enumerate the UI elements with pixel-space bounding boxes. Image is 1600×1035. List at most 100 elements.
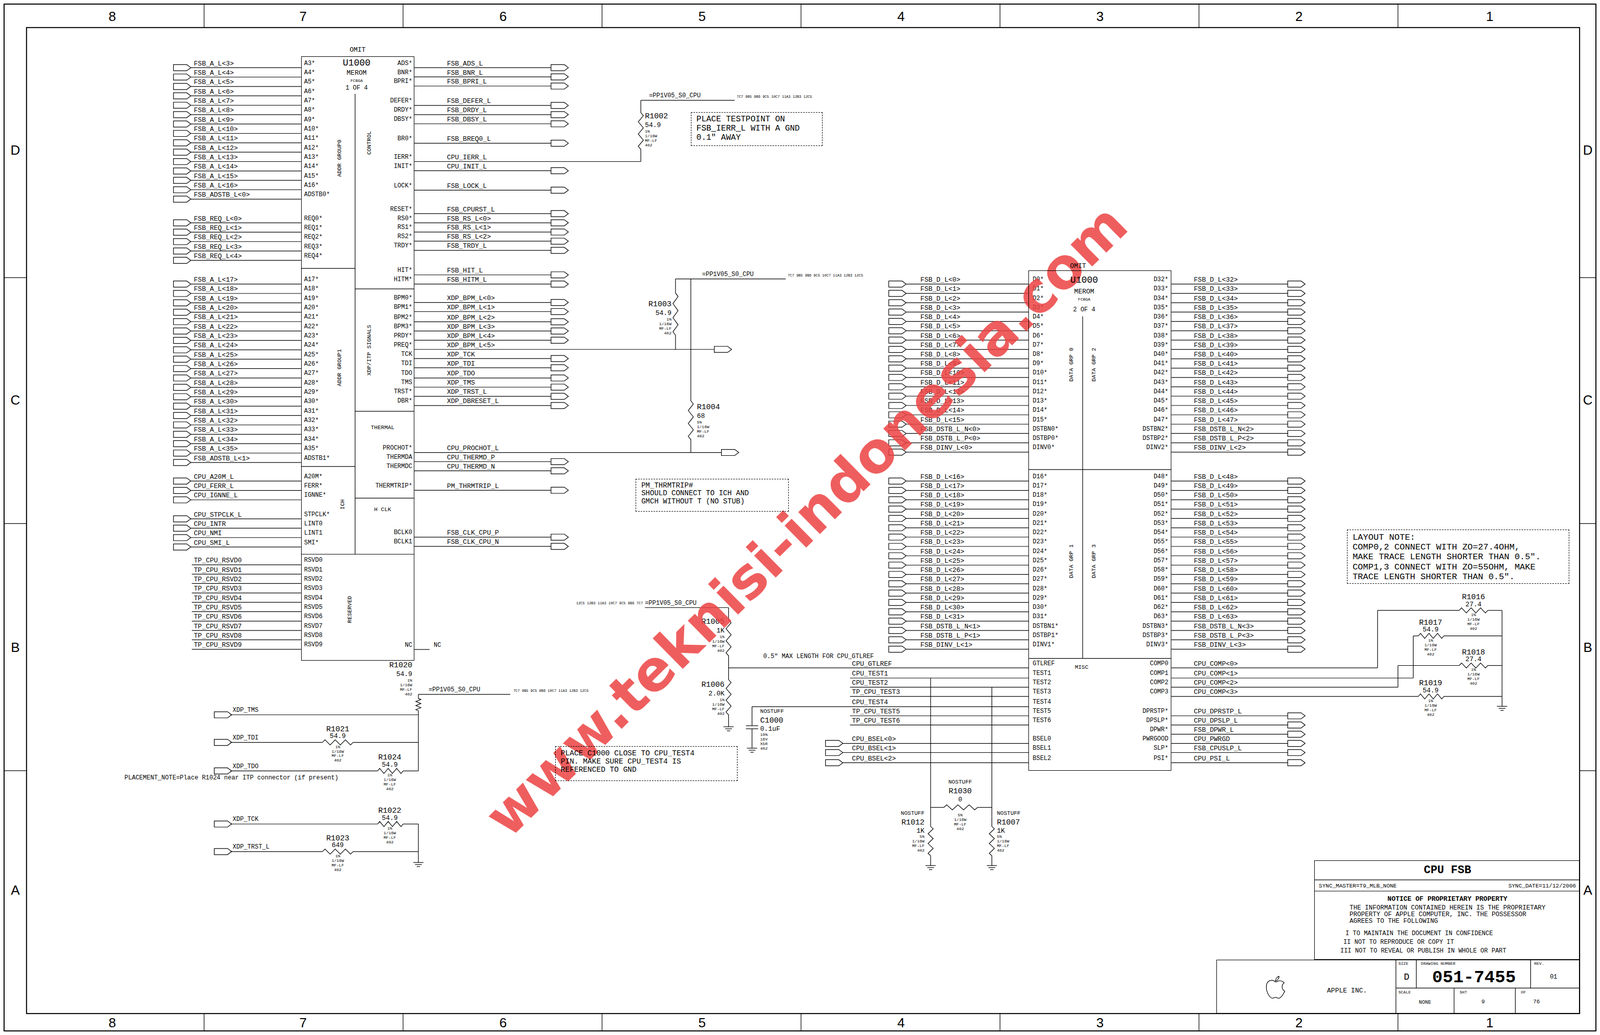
net-name: CPU_TEST1 — [852, 670, 889, 678]
pin-name: D40* — [1153, 351, 1169, 358]
pin-name: TCK — [401, 351, 413, 358]
offpage-connector — [214, 848, 232, 855]
component-label: 1/16W — [331, 749, 344, 754]
part-divider — [354, 497, 415, 499]
pin-name: D63* — [1153, 613, 1169, 620]
offpage-connector — [888, 627, 907, 634]
pin-name: RSVD3 — [304, 585, 323, 592]
wire — [1171, 527, 1288, 529]
note-text: PLACE TESTPOINT ON FSB_IERR_L WITH A GND… — [696, 115, 802, 143]
offpage-connector — [173, 186, 192, 194]
component-label: 1/16W — [697, 425, 710, 430]
wire — [414, 340, 552, 341]
component-label: 1/16W — [644, 134, 658, 139]
pin-name: A35* — [304, 445, 320, 452]
component-label: 16V — [760, 737, 768, 742]
pin-name: A22* — [304, 323, 320, 330]
component-label: MF-LF — [912, 844, 925, 849]
net-name: XDP_BPM_L<2> — [447, 313, 496, 321]
wire — [1171, 696, 1419, 697]
pin-name: A27* — [304, 370, 320, 377]
net-name: FSB_REQ_L<2> — [194, 234, 243, 241]
offpage-connector — [1287, 318, 1305, 325]
resistor-symbol — [377, 768, 404, 774]
wire — [191, 161, 302, 162]
offpage-connector — [1287, 290, 1305, 297]
pin-name: TEST5 — [1032, 708, 1051, 715]
net-name: FSB_D_L<47> — [1193, 416, 1238, 424]
wire — [640, 99, 735, 101]
pin-name: A29* — [304, 389, 320, 396]
offpage-connector — [888, 299, 907, 306]
pin-name: A25* — [304, 351, 320, 359]
net-name: XDP_TDI — [447, 360, 476, 367]
pin-name: A7* — [304, 97, 316, 104]
net-name: FSB_DPWR_L — [1193, 726, 1234, 734]
ground-symbol — [725, 728, 732, 729]
grid-tick — [800, 1013, 802, 1031]
pin-group-label: RESERVED — [347, 595, 353, 623]
offpage-connector — [888, 365, 907, 372]
offpage-connector — [173, 374, 192, 382]
net-name: FSB_D_L<42> — [1193, 369, 1238, 377]
net-name: CPU_PROCHOT_L — [447, 444, 499, 452]
wire — [191, 528, 302, 529]
pin-name: REQ3* — [304, 243, 323, 250]
wire — [191, 142, 302, 143]
offpage-connector — [173, 238, 192, 245]
pin-group-label: THERMAL — [370, 425, 395, 431]
pin-group-label: DATA GRP 3 — [1090, 544, 1097, 579]
pin-name: D14* — [1032, 407, 1048, 414]
ground-symbol — [723, 726, 734, 727]
wire — [414, 386, 552, 388]
offpage-connector — [173, 337, 192, 344]
wire — [1377, 609, 1460, 611]
offpage-connector — [173, 149, 192, 156]
component-label: 10% — [760, 732, 768, 738]
pin-name: RSVD0 — [304, 557, 323, 564]
pin-group-label: DATA GRP 2 — [1090, 347, 1097, 382]
component-label: 402 — [1426, 712, 1435, 718]
pin-name: BCLK0 — [393, 529, 413, 536]
resistor-symbol — [726, 667, 732, 727]
net-name: FSB_D_L<3> — [920, 304, 961, 311]
net-name: FSB_CPUSLP_L — [1193, 744, 1242, 752]
offpage-connector — [551, 140, 569, 147]
wire — [1171, 499, 1288, 500]
grid-tick — [601, 1013, 603, 1031]
ground-symbol — [986, 865, 998, 867]
wire — [1443, 635, 1503, 637]
wire — [191, 152, 302, 153]
net-name: XDP_TDO — [447, 370, 476, 377]
net-name: XDP_TDO — [232, 763, 259, 770]
wire — [191, 499, 302, 500]
grid-label: 3 — [1096, 9, 1104, 24]
pin-name: D57* — [1153, 557, 1169, 564]
layout-note-box: PLACE C1000 CLOSE TO CPU_TEST4 PIN. MAKE… — [555, 746, 739, 782]
net-name: FSB_D_L<57> — [1193, 557, 1238, 564]
component-label: 1% — [387, 773, 393, 778]
wire — [417, 714, 419, 772]
wire — [191, 415, 302, 416]
component-label: R1017 — [1419, 618, 1443, 627]
net-name: FSB_A_L<15> — [194, 172, 239, 180]
wire — [414, 490, 552, 491]
offpage-connector — [888, 608, 907, 616]
grid-label: 2 — [1295, 1016, 1303, 1030]
wire — [191, 180, 302, 181]
pin-name: DPRSTP* — [1142, 708, 1169, 715]
wire — [1171, 508, 1288, 510]
cross-reference: 7C7 9B5 9B6 9C5 10C7 11A3 12B3 12C5 — [787, 274, 863, 278]
wire — [414, 367, 552, 369]
frame-border — [4, 4, 1596, 1031]
pin-name: D43* — [1153, 379, 1169, 386]
wire — [850, 677, 1029, 679]
component-label: MF-LF — [1424, 708, 1437, 713]
net-name: XDP_TRST_L — [232, 844, 270, 851]
pin-name: D59* — [1153, 576, 1169, 583]
pin-name: D38* — [1153, 332, 1169, 340]
wire — [191, 537, 302, 538]
component-label: 402 — [333, 868, 342, 873]
offpage-connector — [1287, 506, 1305, 513]
